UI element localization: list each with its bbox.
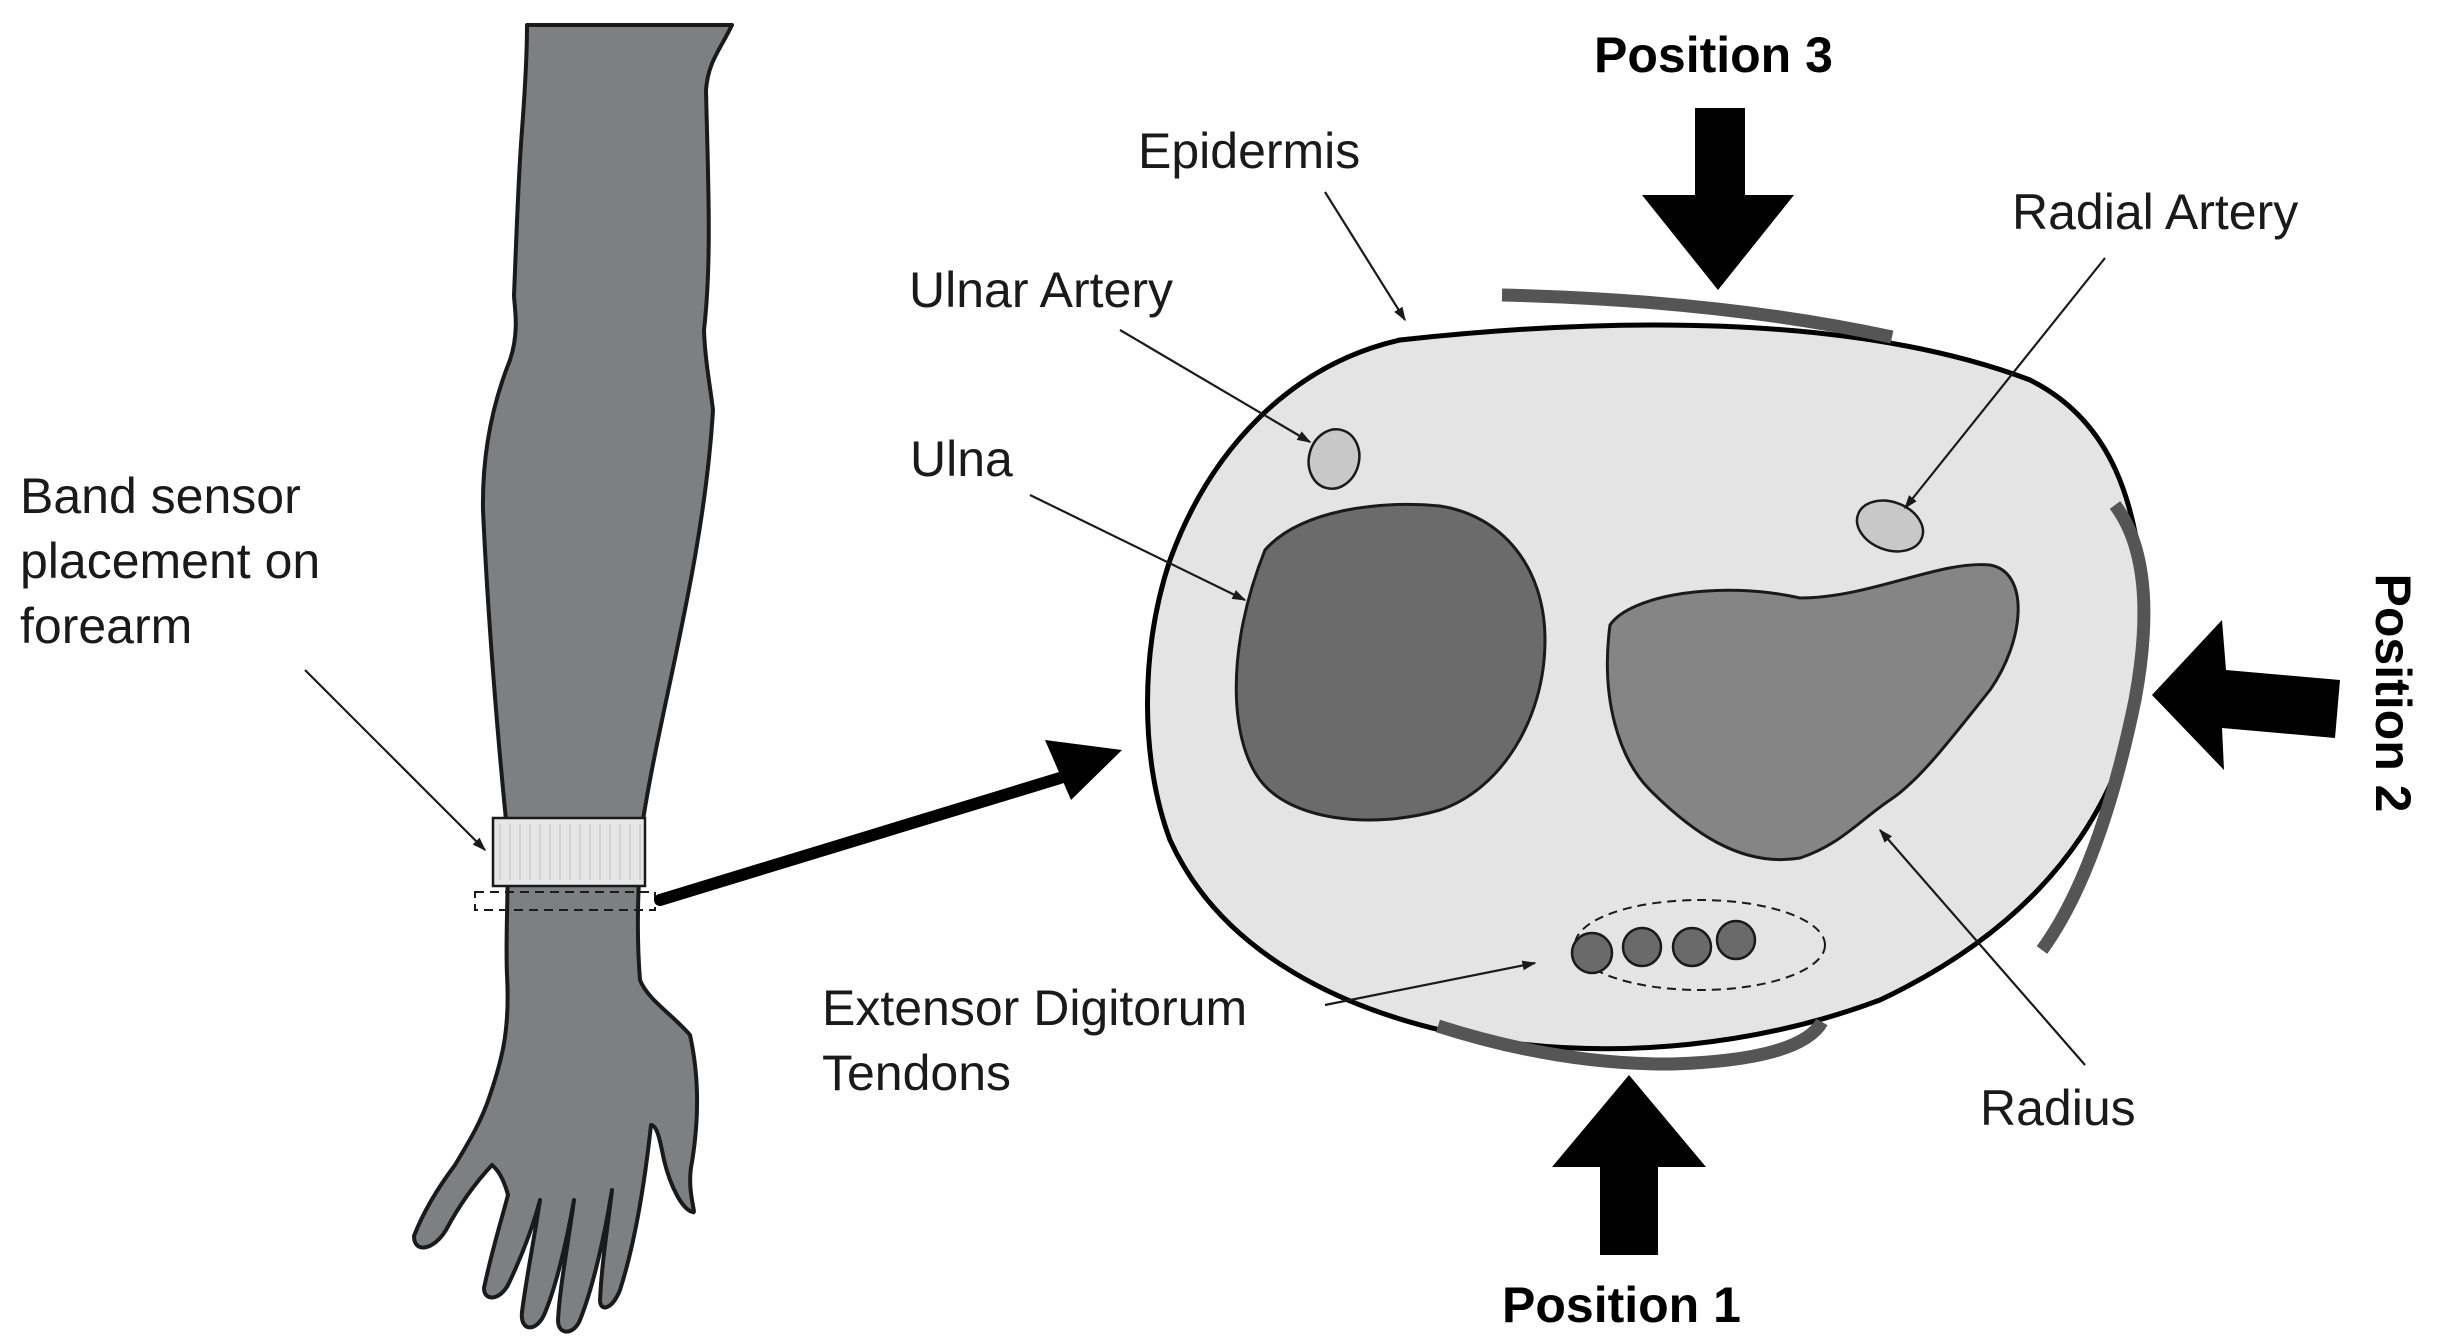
arm-illustration bbox=[412, 23, 734, 1334]
band-sensor-leader bbox=[304, 669, 486, 851]
ulnar-artery bbox=[1307, 428, 1361, 490]
tendon bbox=[1715, 919, 1757, 961]
band-sensor bbox=[491, 816, 647, 888]
ulnar-artery-leader bbox=[1119, 329, 1312, 443]
tendon bbox=[1570, 931, 1614, 975]
radial-artery-label: Radial Artery bbox=[2012, 184, 2298, 240]
tendon bbox=[1671, 926, 1713, 968]
epidermis-label: Epidermis bbox=[1138, 123, 1360, 179]
epidermis-leader bbox=[1324, 191, 1406, 322]
radius-bone bbox=[1605, 563, 2020, 861]
radial-artery-leader bbox=[1904, 257, 2106, 510]
labels: Band sensor placement on forearm Epiderm… bbox=[20, 27, 2421, 1333]
band-sensor-label: Band sensor placement on forearm bbox=[20, 468, 334, 654]
radial-artery bbox=[1855, 499, 1925, 553]
sensor-pad-position-2 bbox=[2036, 501, 2151, 954]
tendons-label: Extensor Digitorum Tendons bbox=[822, 980, 1261, 1101]
tendon-group-outline bbox=[1574, 899, 1826, 991]
band-texture bbox=[499, 824, 641, 880]
ulna-leader bbox=[1029, 494, 1247, 601]
tendon bbox=[1621, 926, 1663, 968]
ulnar-artery-label: Ulnar Artery bbox=[909, 262, 1173, 318]
wrist-cross-section bbox=[1145, 322, 2148, 1052]
sensor-pads bbox=[1436, 288, 2151, 1071]
position-2-label: Position 2 bbox=[2365, 574, 2421, 813]
cross-section-pointer-arrow bbox=[654, 740, 1122, 906]
ulna-bone bbox=[1234, 502, 1547, 822]
radius-leader bbox=[1879, 828, 2086, 1066]
position-1-label: Position 1 bbox=[1502, 1277, 1741, 1333]
ulna-label: Ulna bbox=[910, 431, 1013, 487]
position-arrows bbox=[1552, 108, 2340, 1255]
tendons-leader bbox=[1324, 960, 1537, 1007]
radius-label: Radius bbox=[1980, 1080, 2136, 1136]
position-3-arrow bbox=[1642, 108, 1794, 290]
arm-silhouette bbox=[412, 23, 734, 1334]
sensor-pad-position-1 bbox=[1436, 1018, 1828, 1071]
position-2-arrow bbox=[2152, 620, 2340, 770]
sensor-pad-position-3 bbox=[1501, 288, 1894, 344]
leader-lines bbox=[304, 191, 2106, 1066]
position-3-label: Position 3 bbox=[1594, 27, 1833, 83]
position-1-arrow bbox=[1552, 1075, 1706, 1255]
